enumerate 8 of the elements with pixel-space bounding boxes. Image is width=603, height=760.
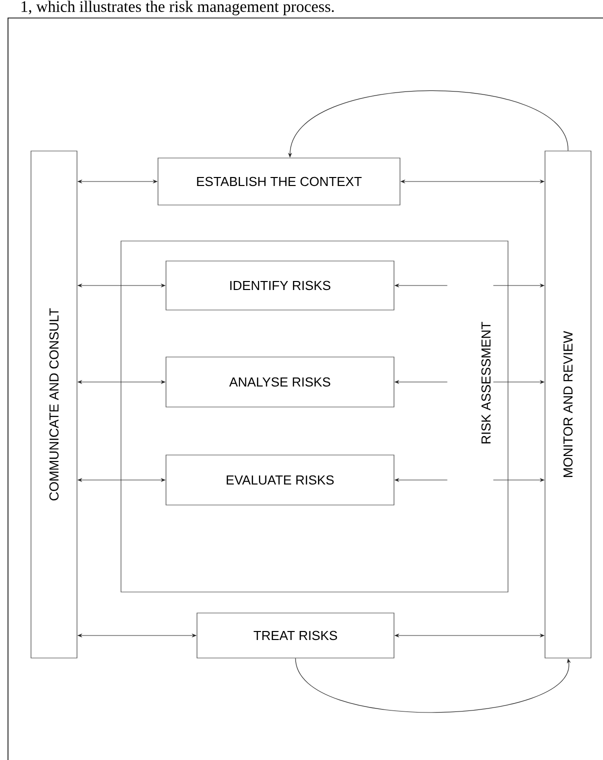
process-box: ANALYSE RISKS: [166, 356, 394, 408]
process-box: EVALUATE RISKS: [166, 454, 394, 506]
process-box: ESTABLISH THE CONTEXT: [158, 158, 400, 206]
process-box: TREAT RISKS: [196, 612, 394, 658]
process-box: MONITOR AND REVIEW: [544, 150, 592, 658]
process-box: COMMUNICATE AND CONSULT: [30, 150, 78, 658]
caption-text: 1, which illustrates the risk management process.: [22, 0, 334, 16]
process-box: IDENTIFY RISKS: [166, 260, 394, 310]
